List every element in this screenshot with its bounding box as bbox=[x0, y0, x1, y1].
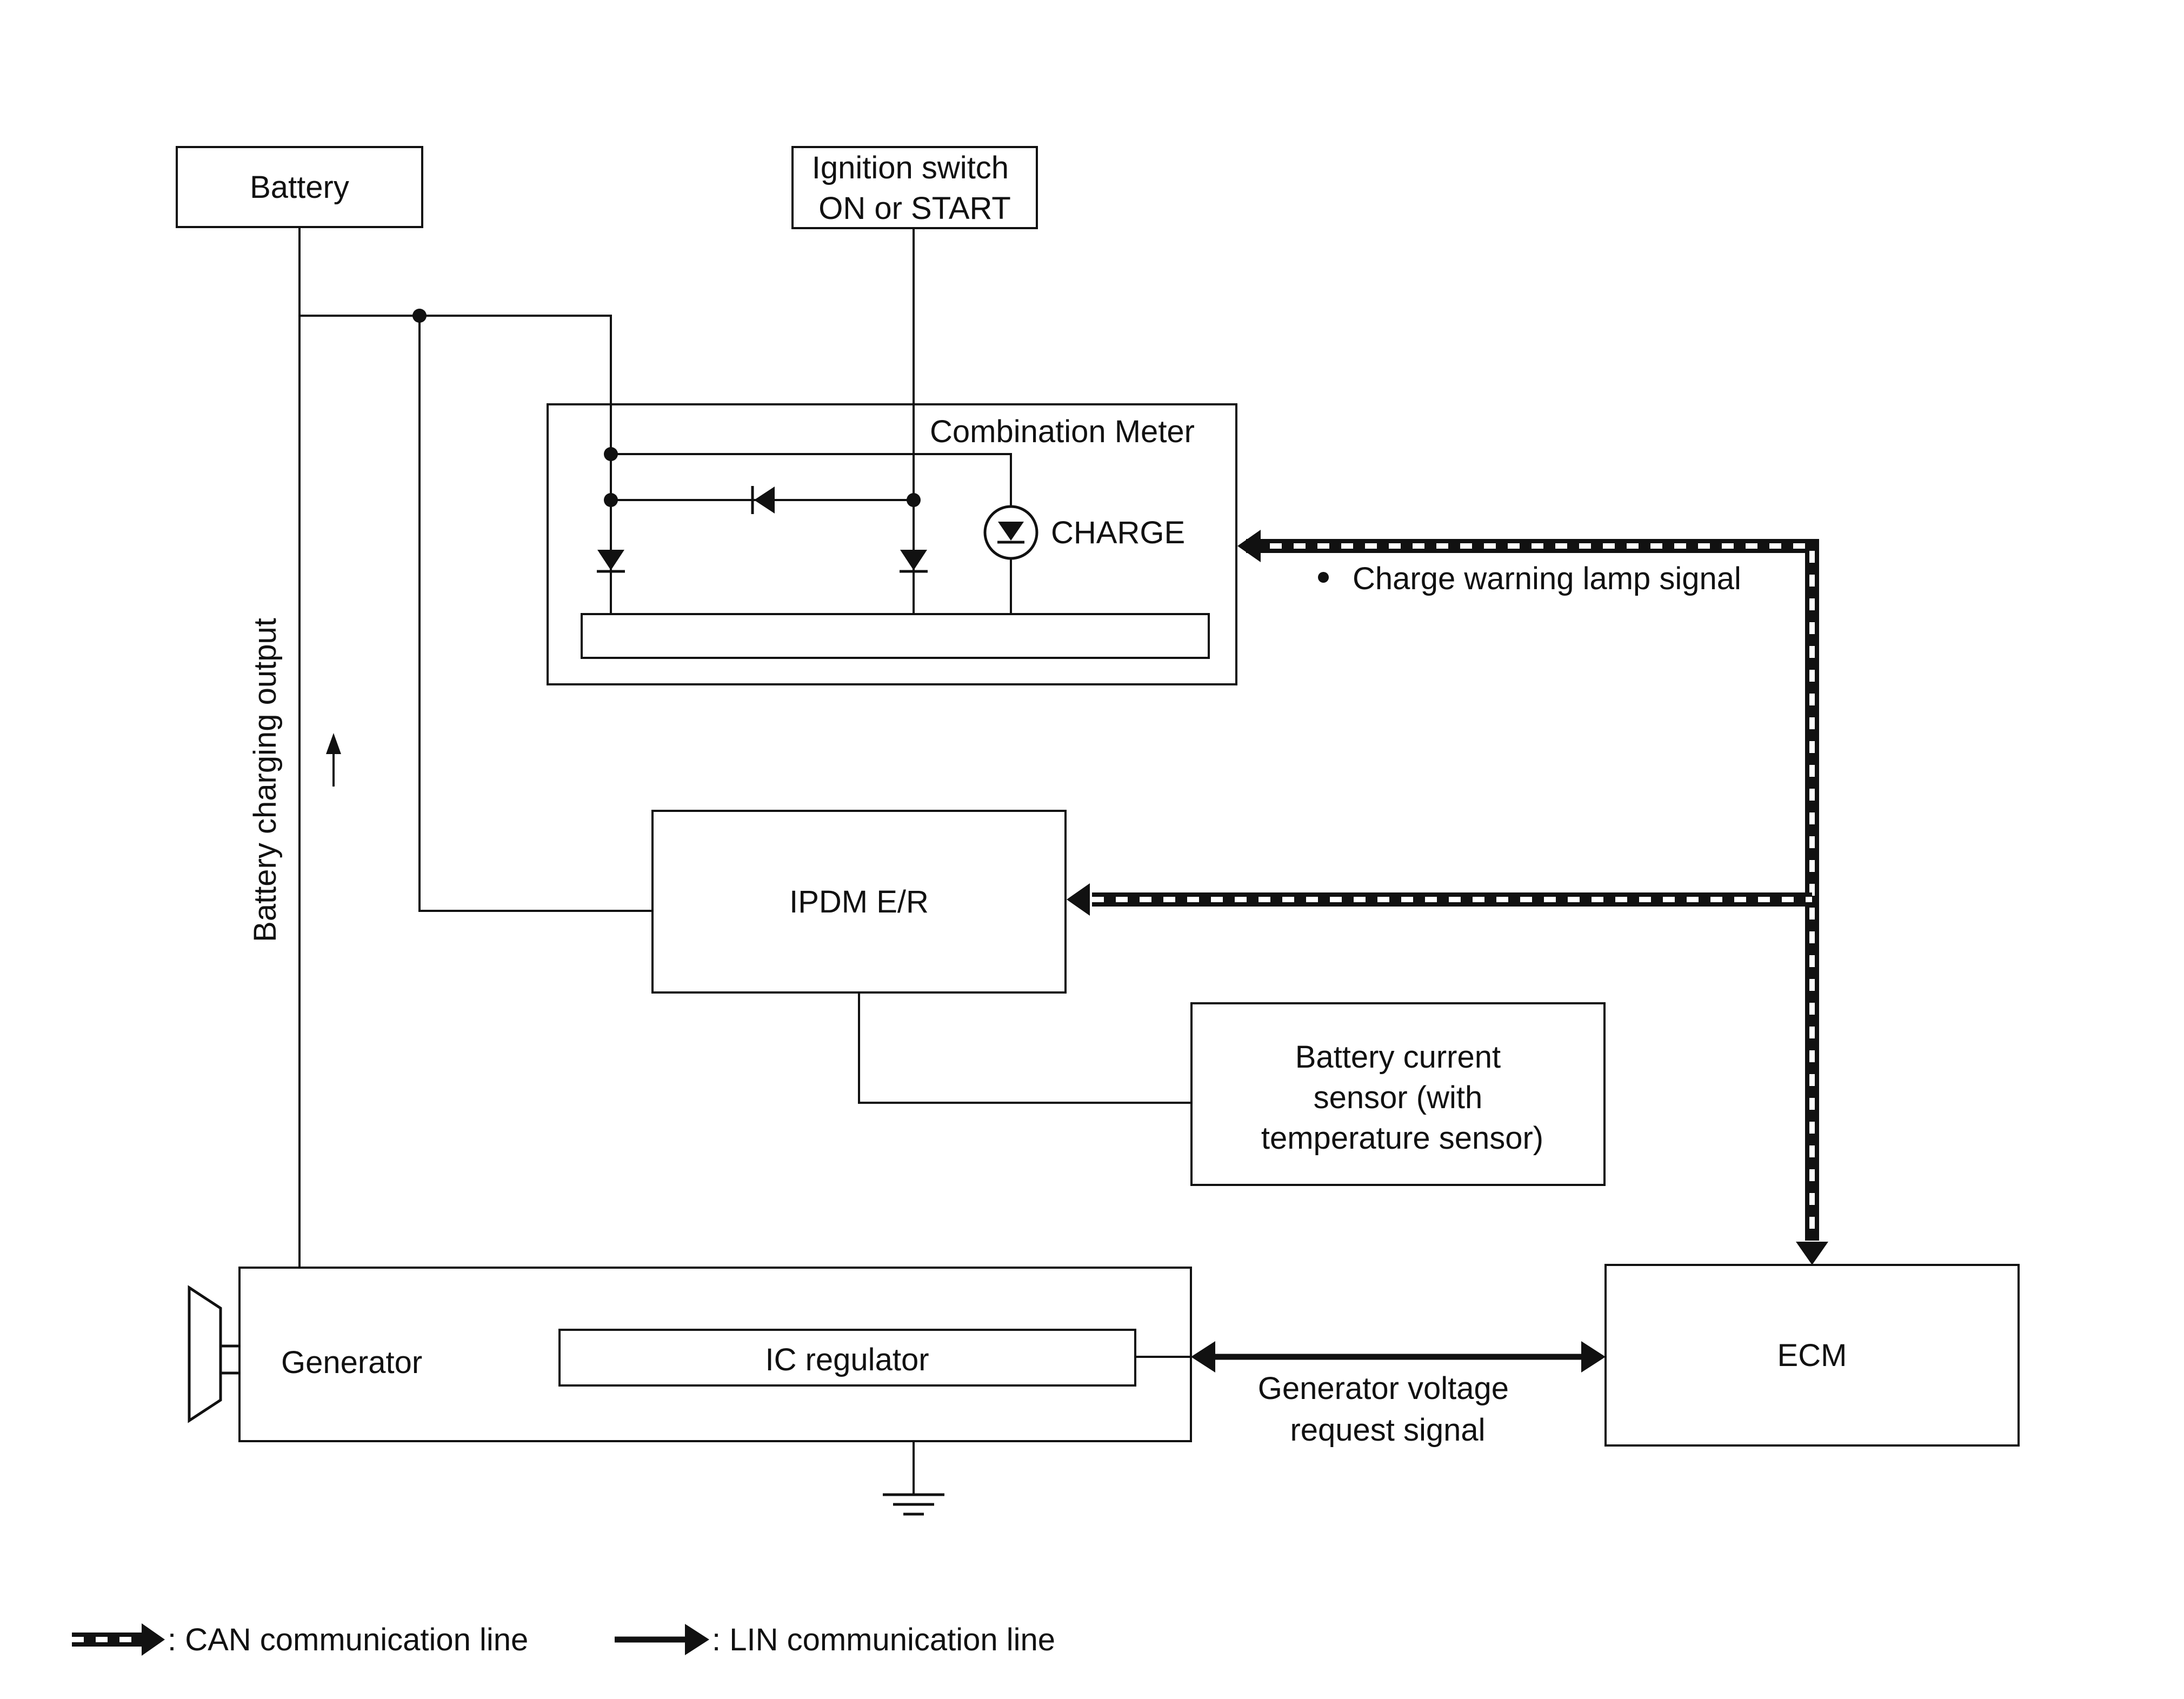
meter-internal-bar bbox=[581, 613, 1210, 659]
battery-charging-output-arrow-icon bbox=[326, 733, 341, 787]
generator-voltage-request-line-1: Generator voltage bbox=[1258, 1371, 1509, 1406]
ic-regulator-label: IC regulator bbox=[765, 1342, 929, 1377]
battery-bus-wire bbox=[299, 315, 612, 614]
ic-regulator-box bbox=[558, 1329, 1136, 1387]
legend: : CAN communication line : LIN communica… bbox=[72, 1622, 1055, 1657]
ecm-label: ECM bbox=[1777, 1338, 1847, 1373]
ignition-switch-line-1: Ignition switch bbox=[812, 150, 1009, 185]
battery-box bbox=[176, 146, 423, 228]
battery-to-ipdm-wire bbox=[418, 316, 652, 912]
can-arrowhead-meter bbox=[1237, 530, 1261, 562]
signal-bullet bbox=[1318, 572, 1329, 583]
can-legend-symbol bbox=[72, 1623, 165, 1656]
diode-icon bbox=[751, 486, 775, 514]
junction-dot bbox=[604, 493, 618, 507]
can-lines bbox=[1092, 539, 1819, 1241]
can-legend-label: : CAN communication line bbox=[168, 1622, 528, 1657]
diode-icons bbox=[597, 486, 928, 571]
ipdm-to-sensor-wire bbox=[858, 992, 1191, 1104]
junction-dot bbox=[907, 493, 921, 507]
ground-symbol-icon bbox=[883, 1493, 944, 1516]
junction-dots bbox=[412, 309, 921, 507]
battery-current-sensor-line-2: sensor (with bbox=[1314, 1080, 1483, 1115]
battery-current-sensor-line-3: temperature sensor) bbox=[1261, 1121, 1543, 1156]
lin-legend-label: : LIN communication line bbox=[712, 1622, 1055, 1657]
generator-voltage-request-label: Generator voltage request signal bbox=[1258, 1371, 1517, 1448]
junction-dot bbox=[412, 309, 427, 323]
ecm-box bbox=[1604, 1264, 2020, 1447]
charge-lamp-label: CHARGE bbox=[1051, 515, 1185, 550]
battery-label: Battery bbox=[250, 170, 349, 205]
combination-meter-label: Combination Meter bbox=[930, 414, 1195, 449]
pulley-icon bbox=[188, 1285, 239, 1423]
ipdm-label: IPDM E/R bbox=[789, 884, 929, 920]
charge-warning-lamp-signal-label: Charge warning lamp signal bbox=[1353, 561, 1741, 596]
ignition-switch-line-2: ON or START bbox=[818, 191, 1011, 226]
lin-arrowhead-left bbox=[1191, 1341, 1215, 1372]
can-arrowhead-ecm bbox=[1796, 1242, 1828, 1265]
junction-dot bbox=[604, 447, 618, 461]
ignition-switch-label: Ignition switch ON or START bbox=[812, 150, 1017, 226]
meter-top-wire bbox=[611, 453, 1012, 614]
lin-arrowhead-right bbox=[1581, 1341, 1606, 1372]
generator-label: Generator bbox=[281, 1345, 422, 1380]
charge-lamp-icon bbox=[983, 505, 1038, 560]
battery-current-sensor-label: Battery current sensor (with temperature… bbox=[1261, 1040, 1543, 1156]
battery-charging-output-label: Battery charging output bbox=[248, 618, 283, 942]
lin-line bbox=[1191, 1341, 1606, 1372]
lin-legend-symbol bbox=[615, 1624, 709, 1655]
can-arrowhead-ipdm bbox=[1067, 883, 1090, 916]
ipdm-box bbox=[651, 810, 1067, 994]
ignition-switch-box bbox=[791, 146, 1038, 229]
battery-current-sensor-box bbox=[1190, 1002, 1606, 1186]
generator-voltage-request-line-2: request signal bbox=[1290, 1412, 1485, 1448]
battery-current-sensor-line-1: Battery current bbox=[1295, 1040, 1501, 1075]
